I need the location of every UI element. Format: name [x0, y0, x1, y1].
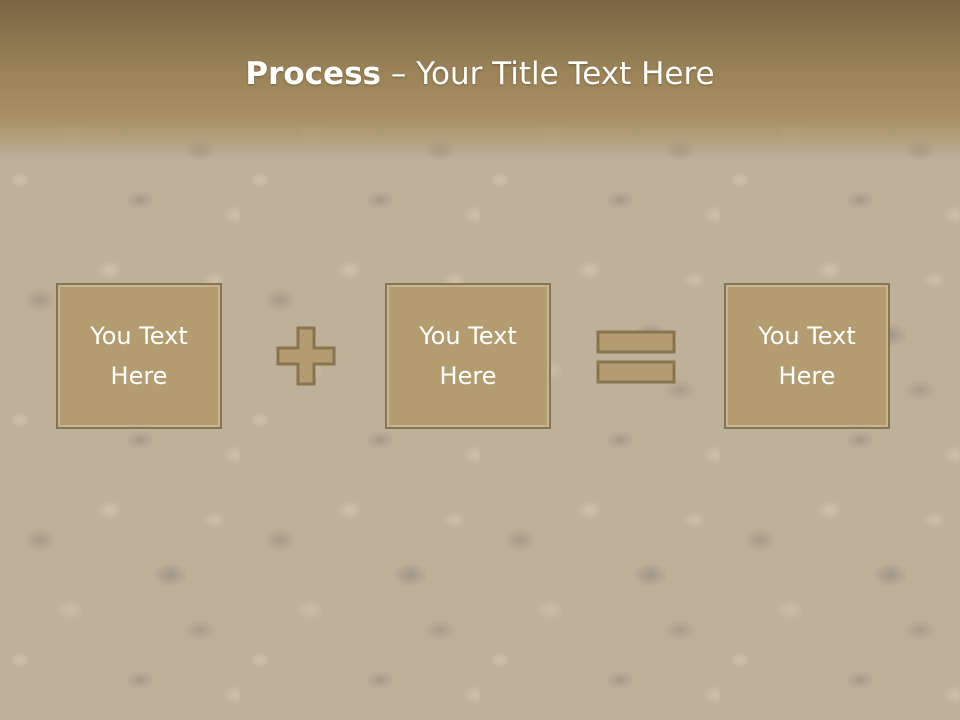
title-regular-part: – Your Title Text Here — [381, 56, 715, 92]
process-box-3[interactable]: You Text Here — [724, 283, 890, 429]
process-box-3-text: You Text Here — [758, 322, 856, 390]
title-bold-part: Process — [245, 56, 381, 92]
equals-icon — [596, 330, 676, 384]
process-box-1-text: You Text Here — [90, 322, 188, 390]
process-box-2-text: You Text Here — [419, 322, 517, 390]
title-band — [0, 0, 960, 160]
plus-icon — [276, 326, 336, 386]
process-box-2[interactable]: You Text Here — [385, 283, 551, 429]
slide-title[interactable]: Process – Your Title Text Here — [0, 52, 960, 96]
process-box-1[interactable]: You Text Here — [56, 283, 222, 429]
